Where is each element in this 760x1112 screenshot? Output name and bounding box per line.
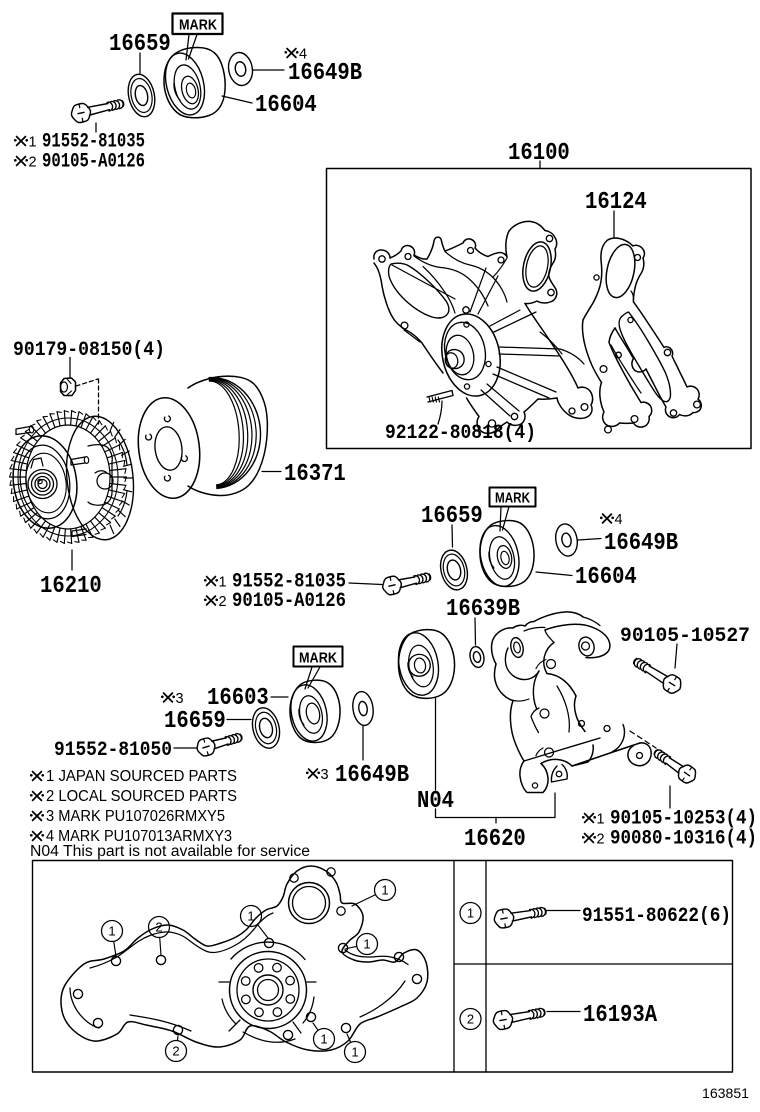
svg-text:1: 1 [363, 937, 370, 952]
svg-text:2: 2 [219, 594, 227, 610]
svg-text:MARK: MARK [495, 490, 530, 507]
svg-text:91552-81035: 91552-81035 [232, 571, 346, 594]
svg-text:92122-80818(4): 92122-80818(4) [385, 422, 536, 445]
svg-text:1 JAPAN SOURCED PARTS: 1 JAPAN SOURCED PARTS [46, 768, 237, 785]
svg-text:16604: 16604 [575, 564, 637, 591]
svg-text:2 LOCAL SOURCED PARTS: 2 LOCAL SOURCED PARTS [46, 788, 237, 805]
svg-text:2: 2 [172, 1044, 179, 1059]
svg-text:2: 2 [597, 832, 605, 848]
svg-text:1: 1 [467, 906, 474, 921]
svg-text:N04 This part is not availabl: N04 This part is not available for servi… [30, 843, 310, 860]
svg-text:16193A: 16193A [583, 1002, 658, 1029]
svg-text:4 MARK PU107013ARMXY3: 4 MARK PU107013ARMXY3 [46, 828, 232, 845]
svg-text:90179-08150(4): 90179-08150(4) [13, 339, 165, 362]
svg-text:1: 1 [108, 924, 115, 939]
svg-text:16639B: 16639B [446, 596, 520, 623]
svg-text:2: 2 [467, 1012, 474, 1027]
svg-text:16604: 16604 [255, 92, 317, 119]
svg-text:3: 3 [176, 691, 184, 707]
svg-text:2: 2 [29, 155, 37, 171]
svg-text:4: 4 [615, 512, 623, 528]
svg-text:90105-A0126: 90105-A0126 [42, 151, 145, 174]
svg-text:2: 2 [155, 920, 162, 935]
svg-text:90105-10527: 90105-10527 [620, 625, 750, 648]
svg-text:16124: 16124 [585, 189, 647, 216]
svg-text:16649B: 16649B [604, 530, 678, 557]
svg-text:16603: 16603 [207, 685, 269, 712]
svg-text:90105-A0126: 90105-A0126 [232, 590, 346, 613]
svg-text:1: 1 [381, 883, 388, 898]
svg-text:91552-81035: 91552-81035 [42, 131, 145, 154]
svg-text:91552-81050: 91552-81050 [54, 739, 172, 762]
svg-text:1: 1 [351, 1045, 358, 1060]
svg-text:1: 1 [219, 575, 227, 591]
svg-text:4: 4 [299, 47, 307, 63]
svg-text:1: 1 [320, 1032, 327, 1047]
svg-text:16210: 16210 [40, 573, 102, 600]
svg-text:16659: 16659 [164, 708, 226, 735]
svg-text:90105-10253(4): 90105-10253(4) [610, 808, 757, 831]
svg-text:1: 1 [247, 909, 254, 924]
svg-text:16100: 16100 [508, 140, 570, 167]
svg-text:16371: 16371 [284, 461, 346, 488]
svg-text:MARK: MARK [299, 650, 337, 667]
svg-text:1: 1 [597, 812, 605, 828]
svg-text:90080-10316(4): 90080-10316(4) [610, 828, 757, 851]
svg-text:16649B: 16649B [335, 762, 409, 789]
svg-text:3: 3 [321, 767, 329, 783]
svg-text:163851: 163851 [702, 1085, 749, 1101]
svg-text:1: 1 [29, 135, 37, 151]
svg-text:MARK: MARK [179, 17, 217, 34]
svg-text:91551-80622(6): 91551-80622(6) [582, 905, 731, 928]
svg-text:16620: 16620 [464, 826, 526, 853]
svg-text:3 MARK PU107026RMXY5: 3 MARK PU107026RMXY5 [46, 808, 225, 825]
svg-text:16649B: 16649B [288, 60, 362, 87]
